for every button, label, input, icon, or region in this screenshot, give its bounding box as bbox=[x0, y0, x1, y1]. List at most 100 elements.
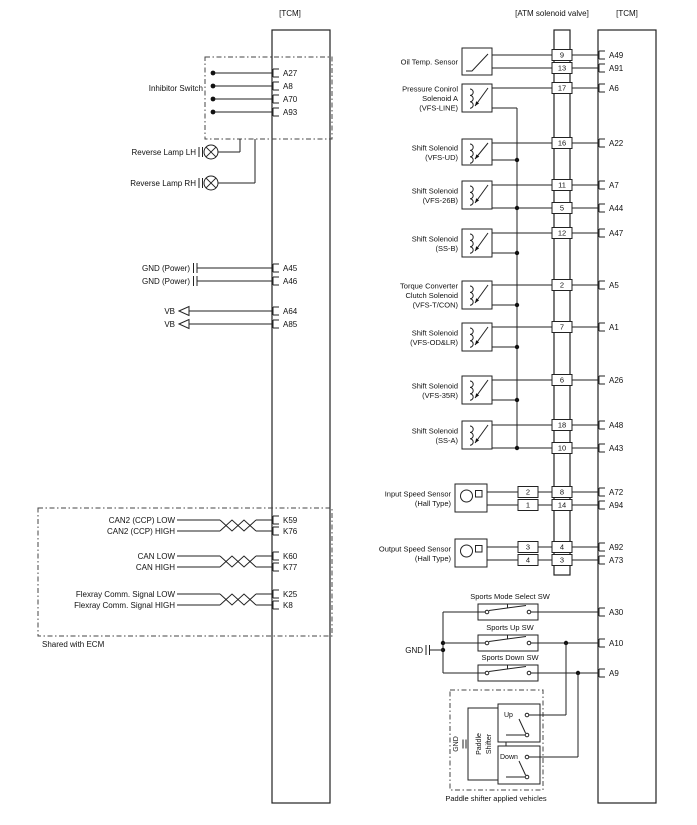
switch-blade bbox=[488, 605, 527, 611]
valve-arrow-head bbox=[475, 246, 480, 251]
pin-bracket bbox=[272, 107, 279, 117]
pin-bracket bbox=[598, 487, 605, 497]
sensor-pin-number: 1 bbox=[526, 501, 530, 510]
right-tcm-pin-A5: A5 bbox=[598, 280, 619, 290]
right-tcm-pin-A43: A43 bbox=[598, 443, 624, 453]
pin-bracket bbox=[598, 542, 605, 552]
sensor-square-icon bbox=[475, 490, 483, 498]
component-label: (VFS-LINE) bbox=[419, 104, 458, 113]
valve-arrow-head bbox=[475, 154, 480, 159]
coil-icon bbox=[469, 88, 474, 109]
atm-pin-4-14: 4 bbox=[551, 541, 598, 553]
pin-bracket bbox=[598, 280, 605, 290]
switch-terminal bbox=[524, 712, 530, 718]
sensor-pin-number: 4 bbox=[526, 556, 530, 565]
pin-bracket bbox=[598, 555, 605, 565]
vb-triangle-icon bbox=[177, 305, 190, 317]
component-label: Input Speed Sensor bbox=[385, 489, 452, 498]
pin-label: A94 bbox=[609, 501, 624, 510]
atm-pin-number: 18 bbox=[558, 421, 566, 430]
switch-terminal bbox=[524, 774, 530, 780]
pin-bracket bbox=[598, 228, 605, 238]
ecm-dashed-box bbox=[37, 507, 333, 637]
solenoid-common-bus bbox=[514, 108, 520, 451]
pin-bracket bbox=[598, 500, 605, 510]
paddle-switch-label: Down bbox=[500, 754, 518, 761]
pin-label: A45 bbox=[283, 264, 298, 273]
atm-pin-17-2: 17 bbox=[551, 82, 598, 94]
switch-terminal bbox=[484, 670, 490, 676]
pin-bracket bbox=[272, 81, 279, 91]
pin-label: A73 bbox=[609, 556, 624, 565]
shift-solenoid-vfs-35r: Shift Solenoid(VFS-35R) bbox=[412, 375, 552, 405]
pin-bracket bbox=[598, 443, 605, 453]
right-tcm-pin-A22: A22 bbox=[598, 138, 624, 148]
atm-pin-10-11: 10 bbox=[551, 442, 598, 454]
atm-pin-3-15: 3 bbox=[551, 554, 598, 566]
left-tcm-pin-A70: A70 bbox=[272, 94, 298, 104]
lamp-cross bbox=[205, 146, 217, 158]
right-tcm-pin-A73: A73 bbox=[598, 555, 624, 565]
pin-bracket bbox=[272, 94, 279, 104]
paddle-switch-box bbox=[497, 703, 541, 743]
switch-blade bbox=[488, 636, 527, 642]
coil-icon bbox=[469, 380, 474, 401]
atm-pin-11-4: 11 bbox=[551, 179, 598, 191]
switch-terminal bbox=[526, 609, 532, 615]
left-tcm-pin-A8: A8 bbox=[272, 81, 293, 91]
signal-label: CAN2 (CCP) LOW bbox=[109, 516, 176, 525]
pin-label: A72 bbox=[609, 488, 624, 497]
vb-label: VB bbox=[164, 307, 175, 316]
pin-bracket bbox=[598, 83, 605, 93]
shift-solenoid-vfs-od-lr: Shift Solenoid(VFS-OD&LR) bbox=[410, 322, 552, 352]
pin-label: A9 bbox=[609, 669, 619, 678]
atm-pin-number: 5 bbox=[560, 204, 564, 213]
right-tcm-pin-A30: A30 bbox=[598, 607, 624, 617]
coil-icon bbox=[469, 185, 474, 206]
valve-arrow-head bbox=[475, 198, 480, 203]
component-label: Shift Solenoid bbox=[412, 328, 458, 337]
right-tcm-pin-A9: A9 bbox=[598, 668, 619, 678]
component-label: Clutch Solenoid bbox=[405, 291, 458, 300]
pin-bracket bbox=[272, 68, 279, 78]
atm-pin-number: 10 bbox=[558, 444, 566, 453]
pin-label: A43 bbox=[609, 444, 624, 453]
sport-switch-2: Sports Down SW bbox=[443, 653, 598, 757]
atm-pin-9-0: 9 bbox=[551, 49, 598, 61]
sport-switch-1: Sports Up SW bbox=[443, 623, 598, 715]
signal-label: CAN LOW bbox=[138, 552, 176, 561]
inhibitor-label: Inhibitor Switch bbox=[149, 84, 203, 93]
pin-label: A26 bbox=[609, 376, 624, 385]
pin-bracket bbox=[598, 180, 605, 190]
pin-label: A27 bbox=[283, 69, 298, 78]
pin-bracket bbox=[598, 668, 605, 678]
atm-pin-number: 4 bbox=[560, 543, 564, 552]
paddle-dashed-box bbox=[449, 689, 544, 791]
junction-dot bbox=[514, 250, 520, 256]
junction-dot bbox=[514, 302, 520, 308]
sensor-pin-number: 3 bbox=[526, 543, 530, 552]
pin-label: A48 bbox=[609, 421, 624, 430]
atm-pin-number: 17 bbox=[558, 84, 566, 93]
atm-pin-14-13: 14 bbox=[551, 499, 598, 511]
atm-solenoid-valve-connector: [ATM solenoid valve]91317161151227618108… bbox=[515, 9, 598, 576]
atm-pin-16-3: 16 bbox=[551, 137, 598, 149]
pin-label: A44 bbox=[609, 204, 624, 213]
pin-bracket bbox=[598, 638, 605, 648]
paddle-caption: Paddle shifter applied vehicles bbox=[445, 794, 547, 803]
atm-title: [ATM solenoid valve] bbox=[515, 9, 589, 18]
switch-terminal bbox=[526, 640, 532, 646]
pin-label: A91 bbox=[609, 64, 624, 73]
pin-label: A93 bbox=[283, 108, 298, 117]
left-tcm-pin-A85: A85 bbox=[272, 319, 298, 329]
pin-label: K59 bbox=[283, 516, 298, 525]
lamp-label: Reverse Lamp RH bbox=[130, 179, 196, 188]
switch-terminal bbox=[524, 732, 530, 738]
coil-icon bbox=[469, 425, 474, 446]
left-tcm-pin-K25: K25 bbox=[272, 589, 298, 599]
component-label: Shift Solenoid bbox=[412, 143, 458, 152]
left-tcm-pin-K77: K77 bbox=[272, 562, 298, 572]
